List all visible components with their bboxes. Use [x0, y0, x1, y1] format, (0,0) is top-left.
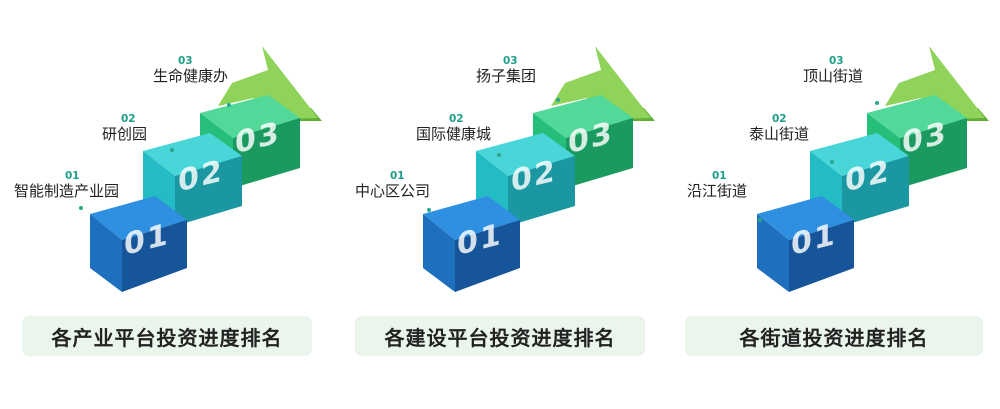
- ranking-panel-1: 01 02 03 01 智能制造产业园 02 研创园 03 生命健康办 各产业平…: [0, 0, 333, 409]
- rank-01-dot: [758, 218, 762, 222]
- rank-01-number: 01: [65, 170, 80, 182]
- rank-01-label: 沿江街道: [687, 182, 748, 200]
- rank-03-dot: [227, 103, 231, 107]
- step-02-side: [842, 156, 909, 226]
- rank-01-number: 01: [712, 170, 727, 182]
- rank-03-label: 顶山街道: [803, 67, 864, 85]
- panel-caption: 各街道投资进度排名: [685, 316, 983, 356]
- step-03-top: [200, 95, 300, 138]
- rank-03-number: 03: [829, 55, 844, 67]
- rank-03-label: 扬子集团: [476, 67, 537, 85]
- rank-03-number: 03: [503, 55, 518, 67]
- step-01-side: [455, 220, 520, 292]
- panel-caption: 各产业平台投资进度排名: [22, 316, 312, 356]
- step-02-side: [508, 156, 575, 226]
- arrow-head-icon: [218, 46, 318, 120]
- step-03-top: [533, 95, 633, 138]
- step-01-top: [423, 196, 520, 240]
- staircase-graphic: 01 02 03: [423, 46, 655, 292]
- rank-02-number: 02: [772, 113, 787, 125]
- step-01-front: [90, 214, 122, 292]
- rank-02-dot: [497, 153, 501, 157]
- rank-02-number: 02: [449, 113, 464, 125]
- rank-02-label: 研创园: [102, 125, 148, 143]
- step-03-side: [900, 118, 967, 188]
- step-01-top: [757, 196, 854, 240]
- step-02-top: [143, 133, 242, 176]
- step-01-front: [423, 214, 455, 292]
- staircase-graphic: 01 02 03: [757, 46, 989, 292]
- panel-caption: 各建设平台投资进度排名: [355, 316, 645, 356]
- ranking-panel-3: 01 02 03 01 沿江街道 02 泰山街道 03 顶山街道 各街道投资进度…: [667, 0, 1000, 409]
- step-01-side: [122, 220, 187, 292]
- rank-03-dot: [875, 101, 879, 105]
- rank-03-label: 生命健康办: [153, 67, 229, 85]
- step-01-side: [789, 220, 854, 292]
- rank-02-label: 国际健康城: [416, 125, 492, 143]
- step-02-top: [476, 133, 575, 176]
- step-02-top: [810, 133, 909, 176]
- ranking-panel-2: 01 02 03 01 中心区公司 02 国际健康城 03 扬子集团 各建设平台…: [333, 0, 666, 409]
- rank-01-dot: [427, 208, 431, 212]
- arrow-head-icon: [885, 46, 985, 120]
- rank-01-number: 01: [390, 170, 405, 182]
- step-02-side: [175, 156, 242, 226]
- step-03-top: [867, 95, 967, 138]
- rank-02-label: 泰山街道: [749, 125, 810, 143]
- rank-01-label: 中心区公司: [355, 182, 431, 200]
- rank-03-number: 03: [178, 55, 193, 67]
- step-01-top: [90, 196, 187, 240]
- arrow-head-icon: [551, 46, 651, 120]
- rank-01-dot: [79, 206, 83, 210]
- rank-02-dot: [830, 160, 834, 164]
- staircase-graphic: 01 02 03: [90, 46, 322, 292]
- rank-03-dot: [556, 98, 560, 102]
- rank-02-dot: [170, 148, 174, 152]
- step-03-side: [566, 118, 633, 188]
- rank-02-number: 02: [121, 113, 136, 125]
- step-03-side: [233, 118, 300, 188]
- rank-01-label: 智能制造产业园: [14, 182, 120, 200]
- step-01-front: [757, 214, 789, 292]
